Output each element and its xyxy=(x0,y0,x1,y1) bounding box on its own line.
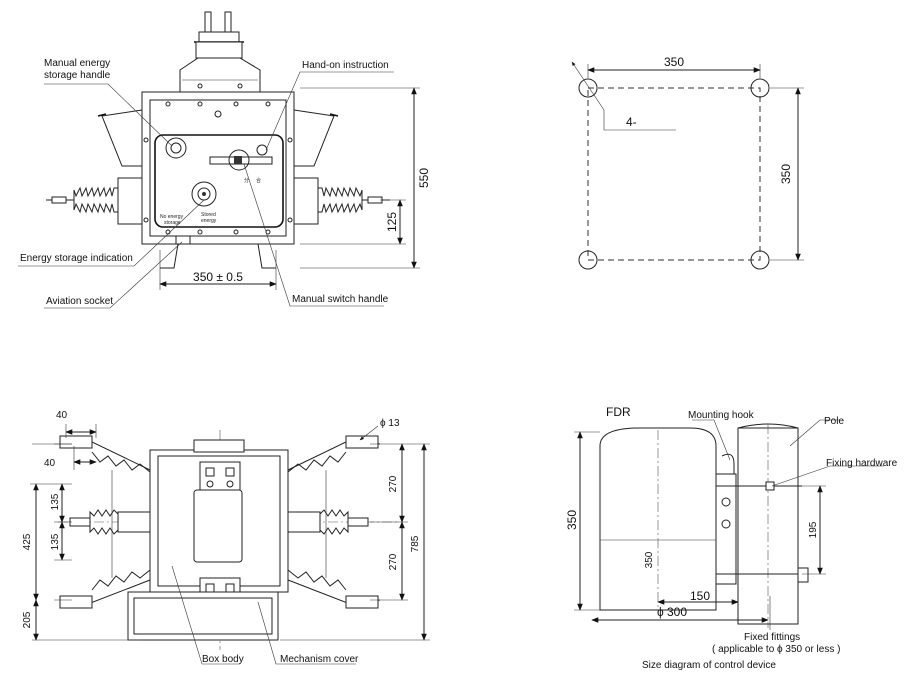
right-insulator xyxy=(293,177,390,225)
front-dimensions xyxy=(159,87,420,287)
side-arms xyxy=(97,109,339,167)
fixing-hardware-label: Fixing hardware xyxy=(826,458,898,469)
fdr-dim-150: 150 xyxy=(690,589,710,603)
box-body-label: Box body xyxy=(202,654,244,665)
top-dim-phi13: ϕ 13 xyxy=(380,418,400,429)
top-dim-40-top: 40 xyxy=(56,410,68,421)
top-terminal xyxy=(179,11,261,93)
top-dim-270-upper: 270 xyxy=(388,475,399,492)
front-view: Manual energy storage handle Hand-on ins… xyxy=(18,11,431,309)
fdr-dim-350-inner: 350 xyxy=(644,551,655,568)
close-char: 合 xyxy=(256,177,261,184)
fixed-fittings-label-1: Fixed fittings xyxy=(744,632,800,643)
control-device-caption: Size diagram of control device xyxy=(642,660,776,671)
no-energy-storage-text-1: No energy xyxy=(160,214,184,220)
fixed-fittings-label-2: ( applicable to ϕ 350 or less ) xyxy=(712,644,840,655)
stored-energy-text-2: energy xyxy=(201,218,217,224)
hole-count-label: 4- xyxy=(626,115,637,129)
dim-350-tolerance: 350 ± 0.5 xyxy=(193,270,243,284)
top-dim-785: 785 xyxy=(410,535,421,552)
dim-550: 550 xyxy=(417,168,431,188)
hole-dim-350-width: 350 xyxy=(664,55,684,69)
front-leaders xyxy=(18,71,394,309)
manual-energy-storage-handle-label-2: storage handle xyxy=(44,70,111,81)
top-dim-205: 205 xyxy=(22,611,33,628)
fdr-dim-350-outer: 350 xyxy=(565,510,579,530)
control-device-view: FDR Mounting hook Pole Fixing hardware F… xyxy=(565,405,898,671)
mechanism-cover-label: Mechanism cover xyxy=(280,654,359,665)
aviation-socket-label: Aviation socket xyxy=(46,296,113,307)
top-dim-135-lower: 135 xyxy=(50,533,61,550)
no-energy-storage-text-2: storage xyxy=(164,220,181,226)
fdr-dim-phi300: ϕ 300 xyxy=(657,605,687,619)
manual-switch-handle-label: Manual switch handle xyxy=(292,294,389,305)
top-dim-270-lower: 270 xyxy=(388,553,399,570)
top-view: 40 40 135 135 425 205 270 270 785 ϕ 13 B… xyxy=(22,410,430,665)
open-char: 分 xyxy=(244,177,249,184)
top-dim-40-left: 40 xyxy=(44,458,56,469)
left-insulator xyxy=(46,177,143,225)
top-dim-135-upper: 135 xyxy=(50,493,61,510)
manual-energy-storage-handle-label-1: Manual energy xyxy=(44,58,110,69)
front-box xyxy=(141,91,295,245)
fdr-dim-195: 195 xyxy=(808,521,819,538)
hole-pattern-view: 350 350 4- xyxy=(571,55,804,270)
pole-label: Pole xyxy=(824,416,844,427)
energy-storage-indication-label: Energy storage indication xyxy=(20,253,133,264)
dim-125: 125 xyxy=(385,212,399,232)
stored-energy-text-1: Stored xyxy=(201,212,216,218)
hand-on-instruction-label: Hand-on instruction xyxy=(302,60,389,71)
top-dim-425: 425 xyxy=(22,533,33,550)
hole-dim-350-height: 350 xyxy=(779,164,793,184)
fdr-label: FDR xyxy=(606,405,631,419)
mounting-hook-label: Mounting hook xyxy=(688,410,755,421)
